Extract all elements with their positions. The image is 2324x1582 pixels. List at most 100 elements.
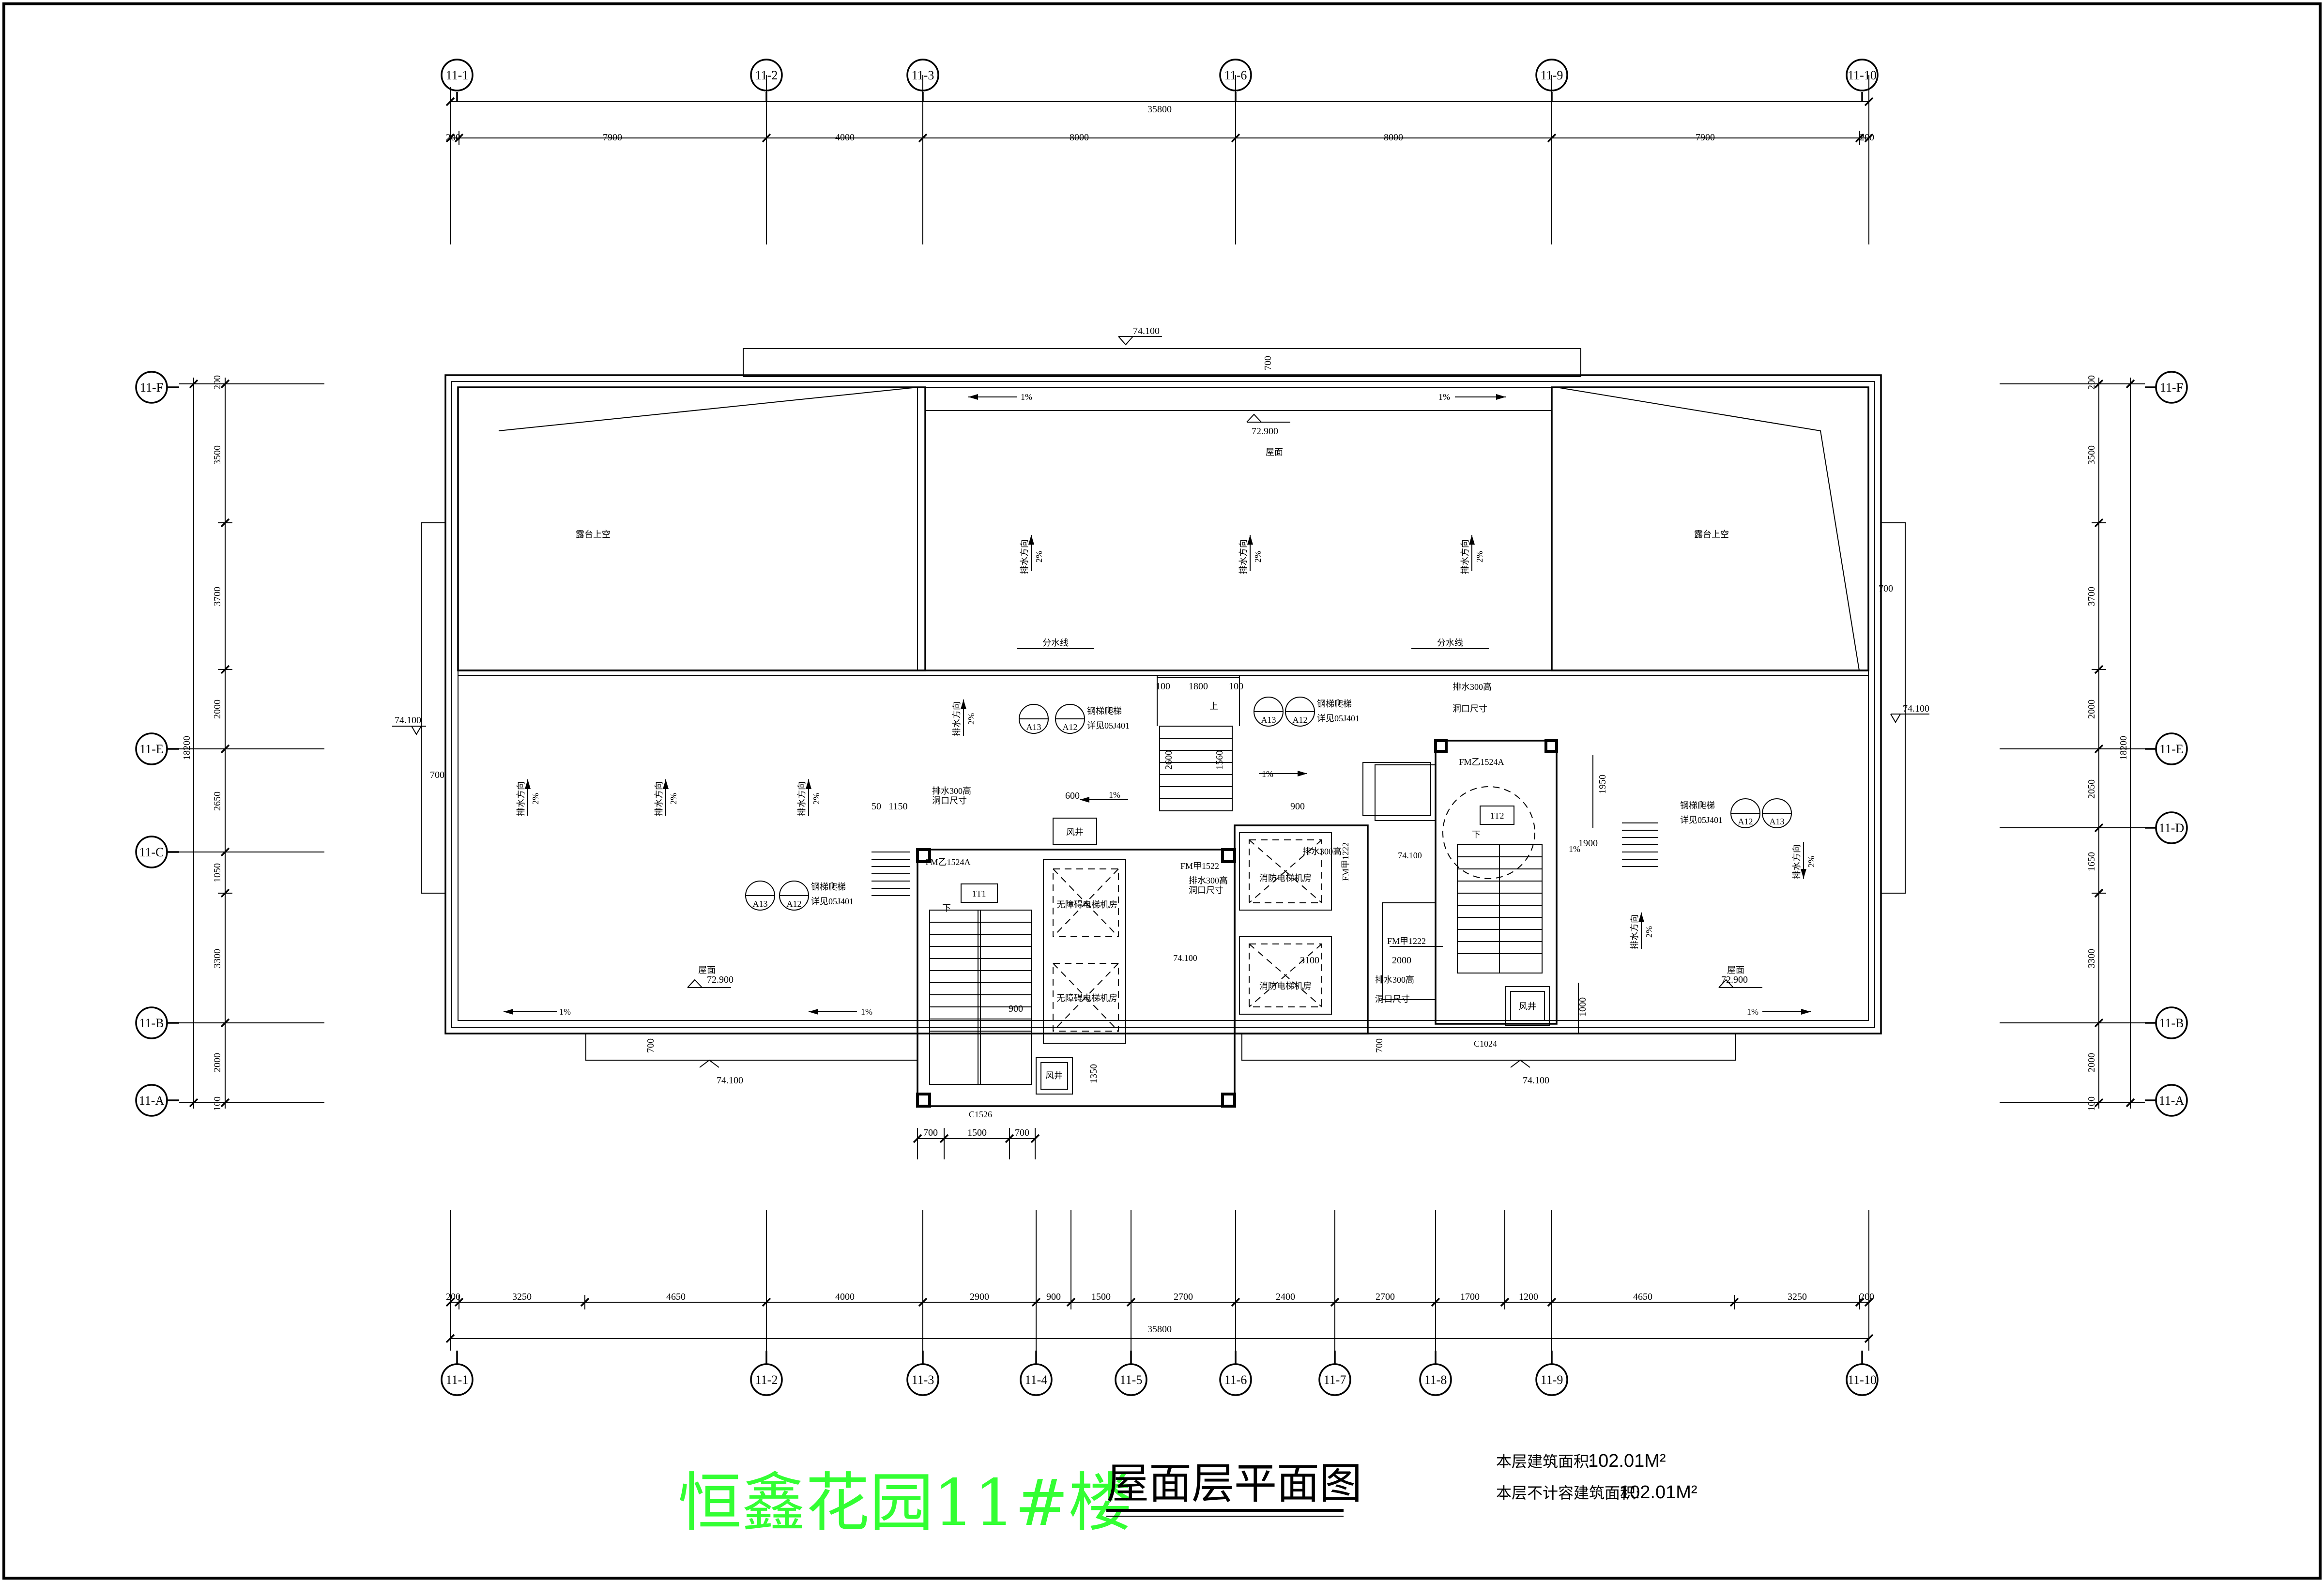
detail-4: 详见05J401 xyxy=(1680,815,1723,825)
rail-3: 钢梯爬梯 xyxy=(811,882,846,892)
machine-room-2: 消防电梯机房 xyxy=(1259,981,1312,991)
shaft-1-label: 风井 xyxy=(1045,1071,1063,1080)
core-elev-right: 74.100 xyxy=(1398,851,1422,860)
dim-600: 600 xyxy=(1065,791,1080,801)
bottom-dim-3: 4650 xyxy=(666,1292,686,1302)
drain-pct-2: 2% xyxy=(1253,551,1263,563)
door-fm2: FM乙1524A xyxy=(1459,757,1504,767)
slope-1: 1% xyxy=(1021,392,1032,402)
axis-bottom-2: 11-2 xyxy=(755,1373,778,1387)
machine-room-1: 消防电梯机房 xyxy=(1259,873,1312,883)
drain-note-4: 排水300高 xyxy=(1375,975,1414,985)
axis-right-1: 11-F xyxy=(2160,380,2183,395)
drain-9: 排水方向 xyxy=(1630,914,1639,949)
right-dim-7: 3300 xyxy=(2086,949,2097,968)
right-dim-4: 2000 xyxy=(2086,700,2097,719)
slope-8: 1% xyxy=(1569,844,1580,854)
elev-roof-left: 74.100 xyxy=(395,715,421,726)
axis-bottom-8: 11-8 xyxy=(1424,1373,1447,1387)
bottom-axis-bubbles: 11-1 11-2 11-3 11-4 11-5 11-6 11-7 11-8 … xyxy=(441,1351,1879,1396)
dim-700-left: 700 xyxy=(430,770,444,780)
drain-pct-8: 2% xyxy=(1806,856,1816,867)
drain-pct-1: 2% xyxy=(1034,551,1044,563)
left-dimension-chain: 18200 200 3500 3700 2000 2650 1050 3300 … xyxy=(179,375,324,1111)
axis-left-2: 11-E xyxy=(139,742,164,756)
door-fm3: FM甲1522 xyxy=(1180,861,1219,871)
drain-note-1: 排水300高 xyxy=(932,786,971,796)
sym-a12-4: A12 xyxy=(1738,817,1753,826)
left-dim-3: 3700 xyxy=(212,587,223,606)
elev-roof-top: 72.900 xyxy=(1252,426,1278,437)
machine-room-4: 无障碍电梯机房 xyxy=(1056,993,1117,1003)
sym-a13-4: A13 xyxy=(1770,817,1785,826)
dim-1000: 1000 xyxy=(1577,997,1588,1017)
bottom-dim-7: 1500 xyxy=(1091,1292,1111,1302)
sym-a12-1: A12 xyxy=(1063,722,1078,732)
right-dim-1: 200 xyxy=(2086,375,2097,390)
axis-right-2: 11-E xyxy=(2159,742,2184,756)
axis-top-1: 11-1 xyxy=(446,68,469,82)
area-value-2: 102.01M² xyxy=(1620,1482,1697,1503)
bottom-dim-13: 4650 xyxy=(1633,1292,1652,1302)
bottom-dim-10: 2700 xyxy=(1376,1292,1395,1302)
stair-dimension-chain: 700 1500 700 xyxy=(913,1127,1040,1159)
top-dim-2: 7900 xyxy=(603,132,622,143)
ridge-right: 分水线 xyxy=(1437,638,1463,648)
dim-50: 50 xyxy=(872,801,881,812)
right-dim-6: 1650 xyxy=(2086,852,2097,871)
dim-900b: 900 xyxy=(1009,1004,1023,1014)
top-dim-1: 200 xyxy=(446,132,460,143)
balcony-left: 露台上空 xyxy=(576,530,611,539)
drain-pct-4: 2% xyxy=(531,793,540,805)
top-dim-6: 7900 xyxy=(1696,132,1715,143)
detail-2: 详见05J401 xyxy=(1317,714,1360,723)
window-c2: C1024 xyxy=(1474,1039,1497,1049)
elevation-marks: 74.100 72.900 74.100 74.100 74.100 74.10… xyxy=(392,326,1929,1086)
axis-top-4: 11-6 xyxy=(1224,68,1247,82)
top-dim-7: 200 xyxy=(1860,132,1874,143)
shaft-3-label: 风井 xyxy=(1519,1002,1536,1011)
dim-2600: 2600 xyxy=(1163,750,1174,770)
stair-dim-2: 1500 xyxy=(967,1127,987,1138)
axis-top-3: 11-3 xyxy=(912,68,934,82)
bottom-dim-4: 4000 xyxy=(835,1292,855,1302)
window-c1: C1526 xyxy=(969,1110,992,1119)
top-total-dim: 35800 xyxy=(1147,104,1172,115)
bottom-dim-1: 200 xyxy=(446,1292,460,1302)
axis-left-5: 11-A xyxy=(139,1094,165,1108)
axis-bottom-10: 11-10 xyxy=(1848,1373,1877,1387)
drain-pct-3: 2% xyxy=(1475,551,1484,563)
core-elev: 74.100 xyxy=(1173,953,1197,963)
hole-note-2: 洞口尺寸 xyxy=(1189,885,1223,895)
drain-8: 排水方向 xyxy=(1792,844,1802,879)
door-fm5: FM甲1222 xyxy=(1387,936,1426,946)
left-dim-5: 2650 xyxy=(212,791,223,811)
area-value-1: 102.01M² xyxy=(1588,1451,1666,1471)
dim-1800: 1800 xyxy=(1189,681,1208,692)
stair-dim-1: 700 xyxy=(923,1127,938,1138)
dim-1900: 1900 xyxy=(1578,838,1598,849)
axis-top-5: 11-9 xyxy=(1541,68,1563,82)
bottom-dim-5: 2900 xyxy=(970,1292,989,1302)
right-dimension-chain: 18200 200 3500 3700 2000 2050 1650 3300 … xyxy=(2000,375,2145,1111)
misc-dimensions: 700 700 700 700 700 1150 50 100 1800 100… xyxy=(430,356,1893,1083)
drain-note-3: 排水300高 xyxy=(1302,847,1342,856)
building-outline xyxy=(421,348,1906,1061)
left-dim-1: 200 xyxy=(212,375,223,390)
drain-7: 排水方向 xyxy=(952,701,962,736)
axis-right-4: 11-B xyxy=(2159,1016,2184,1030)
slope-7: 1% xyxy=(1262,769,1273,779)
right-dim-3: 3700 xyxy=(2086,587,2097,606)
stair-1-label: 1T1 xyxy=(972,889,986,898)
right-dim-2: 3500 xyxy=(2086,445,2097,465)
detail-1: 详见05J401 xyxy=(1087,721,1130,730)
left-dim-4: 2000 xyxy=(212,700,223,719)
up-1: 上 xyxy=(1209,701,1218,711)
sym-a12-2: A12 xyxy=(1293,715,1308,725)
elev-roof-right: 74.100 xyxy=(1903,703,1929,714)
top-dim-3: 4000 xyxy=(835,132,855,143)
elev-low-left: 72.900 xyxy=(707,974,734,985)
area-label-2: 本层不计容建筑面积: xyxy=(1496,1484,1640,1502)
left-axis-bubbles: 11-F 11-E 11-C 11-B 11-A xyxy=(135,371,179,1117)
